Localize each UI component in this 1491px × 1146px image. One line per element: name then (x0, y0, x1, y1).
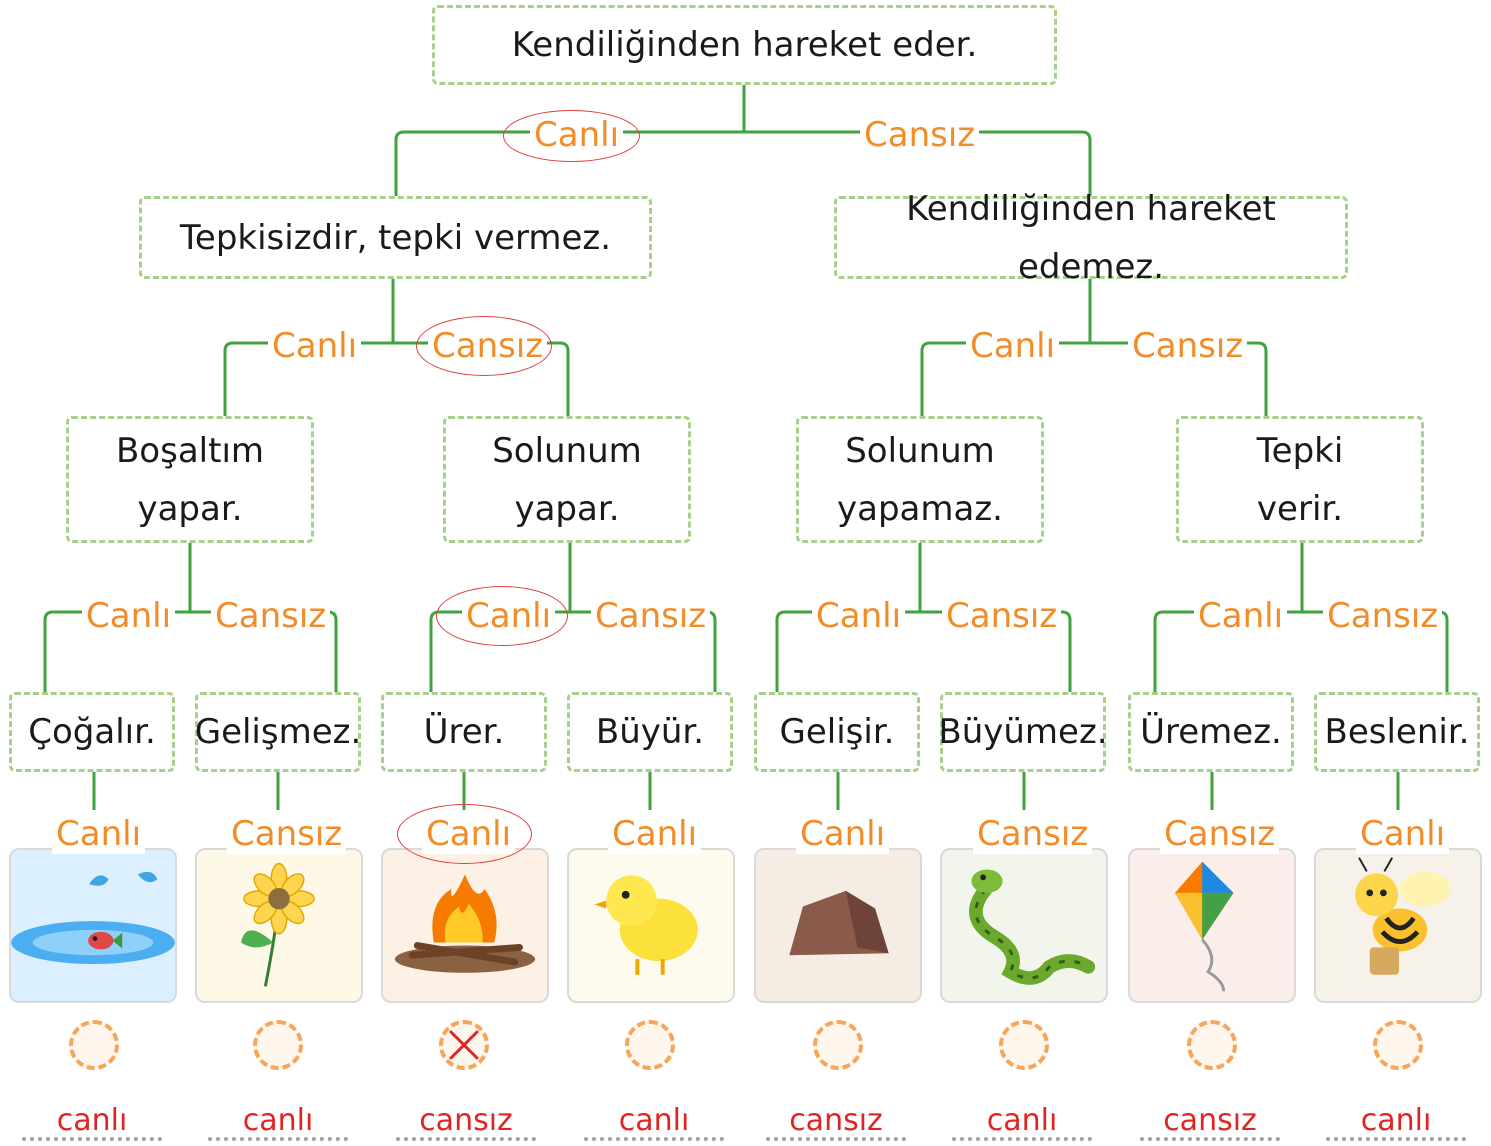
selection-ring-1 (503, 110, 640, 162)
node-solunum-yapamaz-line2: yapamaz. (837, 488, 1003, 529)
picture-card-flower (195, 848, 363, 1003)
leaf-label-4: Canlı (608, 814, 702, 854)
answer-text-8: canlı (1360, 1103, 1432, 1138)
node-tepki-verir: Tepki verir. (1176, 416, 1424, 543)
edge-label-l2-4: Cansız (1128, 326, 1248, 366)
node-tepkisizdir: Tepkisizdir, tepki vermez. (139, 196, 652, 279)
node-buyur: Büyür. (567, 692, 733, 772)
bee-icon (1355, 857, 1451, 975)
node-buyumez-text: Büyümez. (938, 712, 1108, 752)
node-gelismez-text: Gelişmez. (194, 712, 362, 752)
answer-line-7 (1140, 1137, 1280, 1141)
node-kendiliginden-edemez: Kendiliğinden hareket edemez. (834, 189, 1348, 287)
snake-icon (969, 869, 1096, 985)
answer-text-7: cansız (1163, 1103, 1257, 1138)
picture-card-rock (754, 848, 922, 1003)
node-bosaltim-line1: Boşaltım (115, 430, 265, 471)
node-gelisir-text: Gelişir. (779, 712, 895, 752)
answer-line-6 (952, 1137, 1092, 1141)
node-beslenir-text: Beslenir. (1324, 712, 1470, 752)
answer-circle-4[interactable] (625, 1020, 675, 1070)
node-solunum-yapar: Solunum yapar. (443, 416, 691, 543)
edge-label-l3-7: Canlı (1194, 596, 1288, 636)
answer-circle-3[interactable] (439, 1020, 489, 1070)
answer-line-2 (208, 1137, 348, 1141)
campfire-icon (394, 874, 536, 973)
edge-label-l2-3: Canlı (966, 326, 1060, 366)
picture-card-bee (1314, 848, 1482, 1003)
answer-circle-6[interactable] (999, 1020, 1049, 1070)
edge-label-l1-right: Cansız (860, 115, 980, 155)
edge-label-l3-5: Canlı (812, 596, 906, 636)
answer-text-3: cansız (419, 1103, 513, 1138)
node-solunum-yapar-line1: Solunum (492, 430, 642, 471)
selection-ring-3 (436, 586, 568, 646)
node-gelismez: Gelişmez. (195, 692, 361, 772)
rock-icon (789, 890, 889, 956)
node-solunum-yapamaz: Solunum yapamaz. (796, 416, 1044, 543)
answer-circle-1[interactable] (69, 1020, 119, 1070)
node-solunum-yapar-line2: yapar. (514, 488, 620, 529)
node-uremez: Üremez. (1128, 692, 1294, 772)
answer-text-2: canlı (242, 1103, 314, 1138)
cross-mark-icon (449, 1030, 479, 1060)
node-tepki-verir-line2: verir. (1256, 488, 1344, 529)
leaf-label-8: Canlı (1356, 814, 1450, 854)
node-beslenir: Beslenir. (1314, 692, 1480, 772)
answer-text-6: canlı (986, 1103, 1058, 1138)
answer-line-4 (584, 1137, 724, 1141)
edge-label-l2-1: Canlı (268, 326, 362, 366)
node-urer: Ürer. (381, 692, 547, 772)
chick-icon (594, 875, 698, 975)
answer-text-5: cansız (789, 1103, 883, 1138)
selection-ring-2 (416, 316, 552, 376)
leaf-label-6: Cansız (973, 814, 1093, 854)
node-buyur-text: Büyür. (595, 712, 705, 752)
fish-in-water-icon (11, 871, 175, 964)
edge-label-l3-8: Cansız (1323, 596, 1443, 636)
leaf-label-5: Canlı (796, 814, 890, 854)
leaf-label-7: Cansız (1160, 814, 1280, 854)
answer-text-1: canlı (56, 1103, 128, 1138)
selection-ring-4 (397, 804, 532, 864)
node-kendiliginden-edemez-text: Kendiliğinden hareket edemez. (906, 188, 1276, 287)
root-box: Kendiliğinden hareket eder. (432, 5, 1057, 85)
node-urer-text: Ürer. (423, 712, 505, 752)
answer-text-4: canlı (618, 1103, 690, 1138)
edge-label-l3-4: Cansız (591, 596, 711, 636)
node-solunum-yapamaz-line1: Solunum (845, 430, 995, 471)
flower-icon (241, 862, 315, 987)
picture-card-kite (1128, 848, 1296, 1003)
node-bosaltim: Boşaltım yapar. (66, 416, 314, 543)
node-bosaltim-line2: yapar. (137, 488, 243, 529)
kite-icon (1174, 861, 1234, 992)
node-cogalir-text: Çoğalır. (28, 712, 156, 752)
edge-label-l3-6: Cansız (942, 596, 1062, 636)
node-buyumez: Büyümez. (938, 692, 1108, 772)
picture-card-fish (9, 848, 177, 1003)
answer-circle-7[interactable] (1187, 1020, 1237, 1070)
picture-card-chick (567, 848, 735, 1003)
answer-circle-8[interactable] (1373, 1020, 1423, 1070)
answer-circle-5[interactable] (813, 1020, 863, 1070)
edge-label-l3-1: Canlı (82, 596, 176, 636)
answer-line-8 (1326, 1137, 1466, 1141)
leaf-label-2: Cansız (227, 814, 347, 854)
answer-line-5 (766, 1137, 906, 1141)
node-gelisir: Gelişir. (754, 692, 920, 772)
node-uremez-text: Üremez. (1140, 712, 1282, 752)
answer-line-3 (396, 1137, 536, 1141)
leaf-label-1: Canlı (52, 814, 146, 854)
picture-card-campfire (381, 848, 549, 1003)
answer-line-1 (22, 1137, 162, 1141)
picture-card-snake (940, 848, 1108, 1003)
answer-circle-2[interactable] (253, 1020, 303, 1070)
node-tepki-verir-line1: Tepki (1256, 430, 1344, 471)
edge-label-l3-2: Cansız (211, 596, 331, 636)
node-tepkisizdir-text: Tepkisizdir, tepki vermez. (179, 217, 612, 258)
root-text: Kendiliğinden hareket eder. (511, 25, 978, 65)
node-cogalir: Çoğalır. (9, 692, 175, 772)
